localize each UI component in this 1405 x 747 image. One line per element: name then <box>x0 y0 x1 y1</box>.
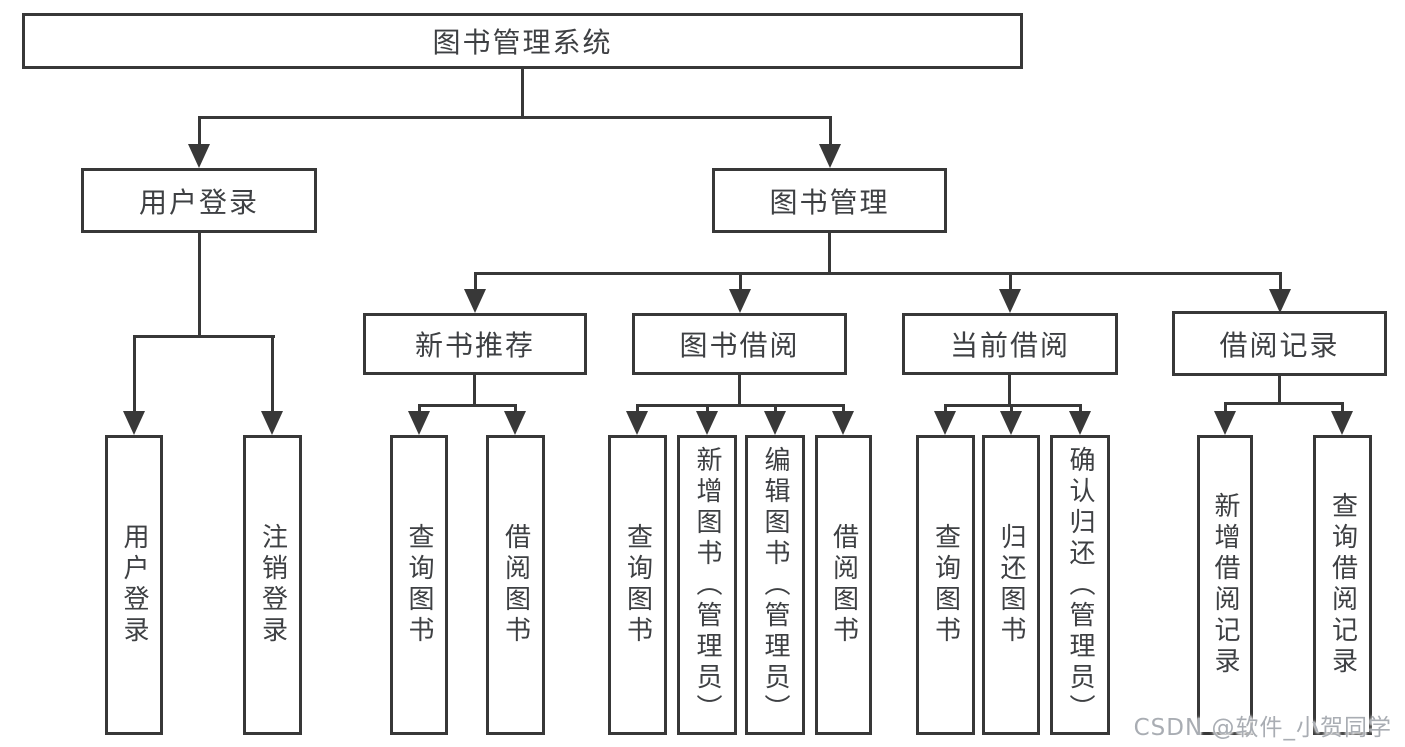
arrow-down-icon <box>261 411 283 435</box>
arrow-stem <box>842 404 845 414</box>
arrow-stem <box>706 404 709 414</box>
node-label: 新书推荐 <box>414 329 535 362</box>
leaf-edit-books-admin: 编辑图书（管理员） <box>745 435 805 735</box>
arrow-stem <box>514 404 517 414</box>
node-label: 新增借阅记录 <box>1210 492 1240 678</box>
node-label: 借阅图书 <box>828 523 859 647</box>
connector-horizontal <box>944 404 1082 407</box>
node-label: 图书借阅 <box>679 329 800 362</box>
node-label: 借阅图书 <box>500 523 531 647</box>
leaf-confirm-return-admin: 确认归还（管理员） <box>1050 435 1110 735</box>
node-label: 借阅记录 <box>1219 328 1340 362</box>
arrow-down-icon <box>408 411 430 435</box>
connector-horizontal <box>1224 402 1344 405</box>
arrow-down-icon <box>1069 411 1091 435</box>
connector-horizontal <box>198 116 832 119</box>
node-label: 图书管理系统 <box>432 26 613 59</box>
arrow-stem <box>1010 404 1013 414</box>
connector-vertical <box>473 373 476 406</box>
node-label: 归还图书 <box>996 523 1026 647</box>
arrow-down-icon <box>626 411 648 435</box>
arrow-stem <box>1009 272 1012 291</box>
leaf-query-books-recommend: 查询图书 <box>390 435 448 735</box>
arrow-down-icon <box>729 289 751 313</box>
arrow-stem <box>198 116 201 148</box>
arrow-stem <box>418 404 421 414</box>
arrow-stem <box>1224 402 1227 414</box>
leaf-query-books-borrowing: 查询图书 <box>608 435 667 735</box>
arrow-stem <box>1279 272 1282 291</box>
arrow-down-icon <box>123 411 145 435</box>
node-root: 图书管理系统 <box>22 13 1023 69</box>
arrow-stem <box>1079 404 1082 414</box>
connector-horizontal <box>636 404 845 407</box>
connector-vertical <box>1278 374 1281 405</box>
arrow-stem <box>636 404 639 414</box>
leaf-query-borrow-record: 查询借阅记录 <box>1313 435 1372 735</box>
connector-vertical <box>1008 373 1011 406</box>
leaf-return-books: 归还图书 <box>982 435 1040 735</box>
leaf-user-login: 用户登录 <box>105 435 163 735</box>
arrow-down-icon <box>999 289 1021 313</box>
leaf-add-borrow-record: 新增借阅记录 <box>1197 435 1253 735</box>
arrow-stem <box>739 272 742 291</box>
arrow-down-icon <box>464 289 486 313</box>
leaf-logout: 注销登录 <box>243 435 302 735</box>
arrow-stem <box>829 116 832 148</box>
arrow-down-icon <box>1000 411 1022 435</box>
leaf-borrow-books-recommend: 借阅图书 <box>486 435 545 735</box>
connector-horizontal <box>133 335 275 338</box>
node-label: 当前借阅 <box>949 329 1070 362</box>
node-label: 用户登录 <box>138 185 259 219</box>
arrow-down-icon <box>1331 411 1353 435</box>
node-label: 确认归还（管理员） <box>1065 445 1095 725</box>
node-label: 编辑图书（管理员） <box>760 445 790 725</box>
arrow-stem <box>944 404 947 414</box>
connector-vertical <box>521 67 524 118</box>
arrow-down-icon <box>696 411 718 435</box>
leaf-query-books-current: 查询图书 <box>916 435 975 735</box>
node-label: 用户登录 <box>119 523 149 647</box>
leaf-add-books-admin: 新增图书（管理员） <box>677 435 737 735</box>
node-label: 查询图书 <box>404 523 434 647</box>
arrow-down-icon <box>832 411 854 435</box>
connector-vertical <box>738 373 741 406</box>
arrow-down-icon <box>819 144 841 168</box>
connector-vertical <box>198 231 201 337</box>
node-label: 查询图书 <box>930 523 961 647</box>
arrow-down-icon <box>764 411 786 435</box>
arrow-down-icon <box>934 411 956 435</box>
connector-horizontal <box>474 272 1282 275</box>
arrow-down-icon <box>1214 411 1236 435</box>
node-user-login: 用户登录 <box>81 168 317 233</box>
arrow-stem <box>474 272 477 291</box>
node-label: 查询借阅记录 <box>1327 492 1358 678</box>
node-label: 注销登录 <box>257 523 288 647</box>
arrow-down-icon <box>188 144 210 168</box>
arrow-stem <box>271 335 274 413</box>
arrow-down-icon <box>504 411 526 435</box>
arrow-stem <box>133 335 136 413</box>
node-label: 图书管理 <box>769 185 890 219</box>
arrow-down-icon <box>1269 289 1291 313</box>
node-new-book-recommendation: 新书推荐 <box>363 313 587 375</box>
node-book-management: 图书管理 <box>712 168 947 233</box>
leaf-borrow-books-borrowing: 借阅图书 <box>815 435 872 735</box>
connector-vertical <box>828 231 831 274</box>
node-label: 新增图书（管理员） <box>692 445 722 725</box>
watermark: CSDN @软件_小贺同学 <box>1133 715 1392 741</box>
node-label: 查询图书 <box>622 523 653 647</box>
arrow-stem <box>774 404 777 414</box>
arrow-stem <box>1341 402 1344 414</box>
node-current-borrowing: 当前借阅 <box>902 313 1118 375</box>
node-book-borrowing: 图书借阅 <box>632 313 847 375</box>
node-borrowing-records: 借阅记录 <box>1172 311 1387 376</box>
connector-horizontal <box>418 404 517 407</box>
